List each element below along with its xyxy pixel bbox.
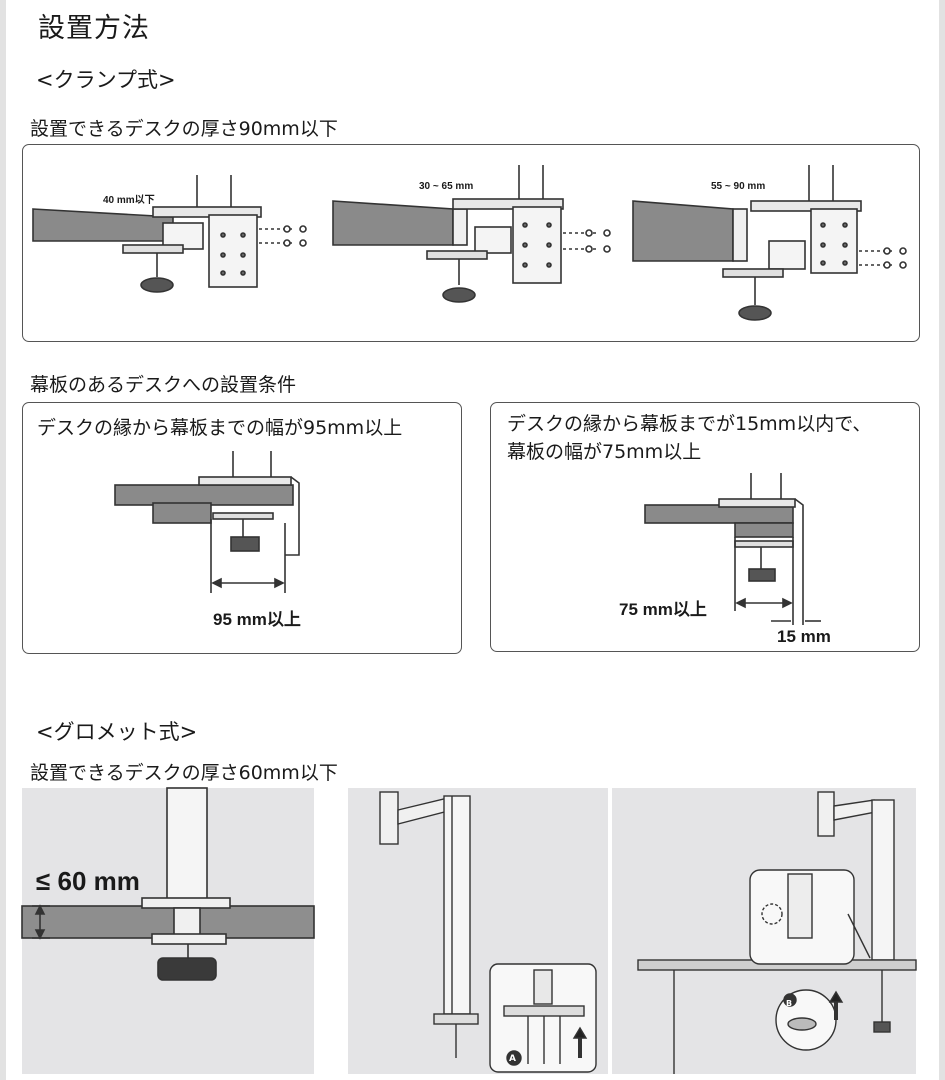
grommet-heading: <グロメット式>: [36, 720, 198, 744]
apron-right-dimension-gap: 15 mm: [777, 627, 831, 646]
apron-right-caption-1: デスクの縁から幕板までが15mm以内で、: [507, 413, 872, 435]
apron-right-box: デスクの縁から幕板までが15mm以内で、 幕板の幅が75mm以上 75 mm以上…: [490, 402, 920, 652]
apron-right-dimension-width: 75 mm以上: [619, 600, 707, 619]
step-a-badge: A: [509, 1054, 516, 1064]
apron-right-illustration: [644, 473, 821, 625]
page-title: 設置方法: [38, 13, 150, 44]
grommet-thickness-label: 設置できるデスクの厚さ60mm以下: [30, 762, 338, 784]
step-b-badge: B: [786, 999, 793, 1008]
right-edge-bar: [939, 0, 945, 1080]
grommet-thickness-illustration: [21, 787, 315, 981]
apron-heading: 幕板のあるデスクへの設置条件: [30, 374, 297, 396]
clamp-size-1: 40 mm以下: [103, 195, 155, 206]
clamp-diagram-box: 40 mm以下 30 ~ 65 mm 55 ~ 90 mm: [22, 144, 920, 342]
grommet-limit-label: ≤ 60 mm: [36, 866, 140, 896]
apron-left-caption: デスクの縁から幕板までの幅が95mm以上: [37, 417, 403, 439]
grommet-install-illustration: [379, 791, 597, 1073]
clamp-size-3: 55 ~ 90 mm: [711, 181, 766, 192]
apron-left-illustration: [114, 451, 300, 593]
apron-left-dimension: 95 mm以上: [213, 610, 301, 629]
grommet-panel-mount: B: [612, 788, 917, 1074]
apron-left-box: デスクの縁から幕板までの幅が95mm以上 95 mm以上: [22, 402, 462, 654]
grommet-mount-illustration: [637, 791, 917, 1074]
clamp-heading: <クランプ式>: [36, 68, 176, 92]
clamp-thickness-label: 設置できるデスクの厚さ90mm以下: [30, 118, 338, 140]
clamp-size-2: 30 ~ 65 mm: [419, 181, 474, 192]
grommet-panel-thickness: ≤ 60 mm: [21, 787, 315, 1074]
apron-right-caption-2: 幕板の幅が75mm以上: [507, 441, 702, 463]
clamp-illustrations: [32, 165, 907, 321]
left-edge-bar: [0, 0, 6, 1080]
grommet-panel-install: A: [348, 788, 608, 1074]
